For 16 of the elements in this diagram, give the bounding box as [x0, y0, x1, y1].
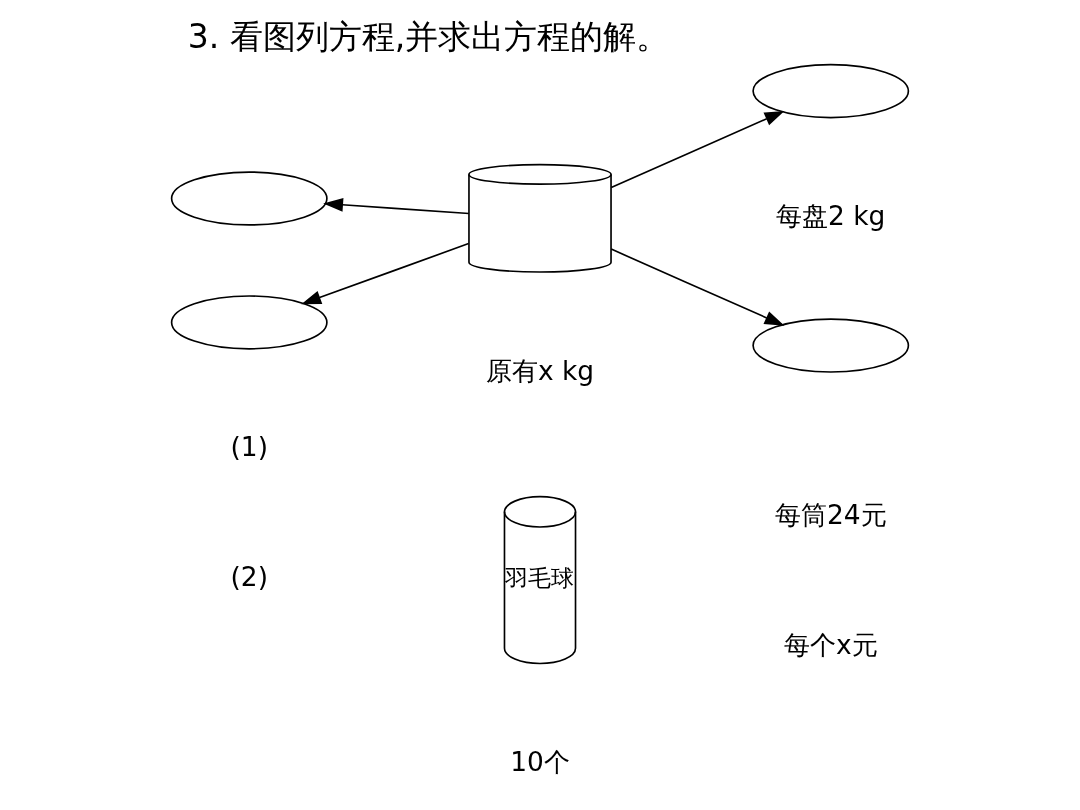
label: (1)	[230, 430, 268, 462]
diagram-title: 3. 看图列方程,并求出方程的解。	[187, 17, 670, 57]
arrow	[610, 110, 785, 189]
node-label: 10个	[510, 746, 570, 778]
node-label: 每盘2 kg	[776, 199, 886, 231]
label: 每筒24元	[774, 498, 887, 530]
node-circle	[170, 171, 328, 226]
arrow	[301, 242, 470, 305]
node-circle	[170, 295, 328, 350]
label: (2)	[230, 561, 268, 593]
label: 每个x元	[783, 629, 878, 661]
arrow	[610, 248, 785, 326]
node-circle	[752, 318, 910, 373]
arrow	[323, 197, 470, 215]
node-circle	[752, 63, 910, 119]
node-label: 原有x kg	[485, 354, 595, 386]
